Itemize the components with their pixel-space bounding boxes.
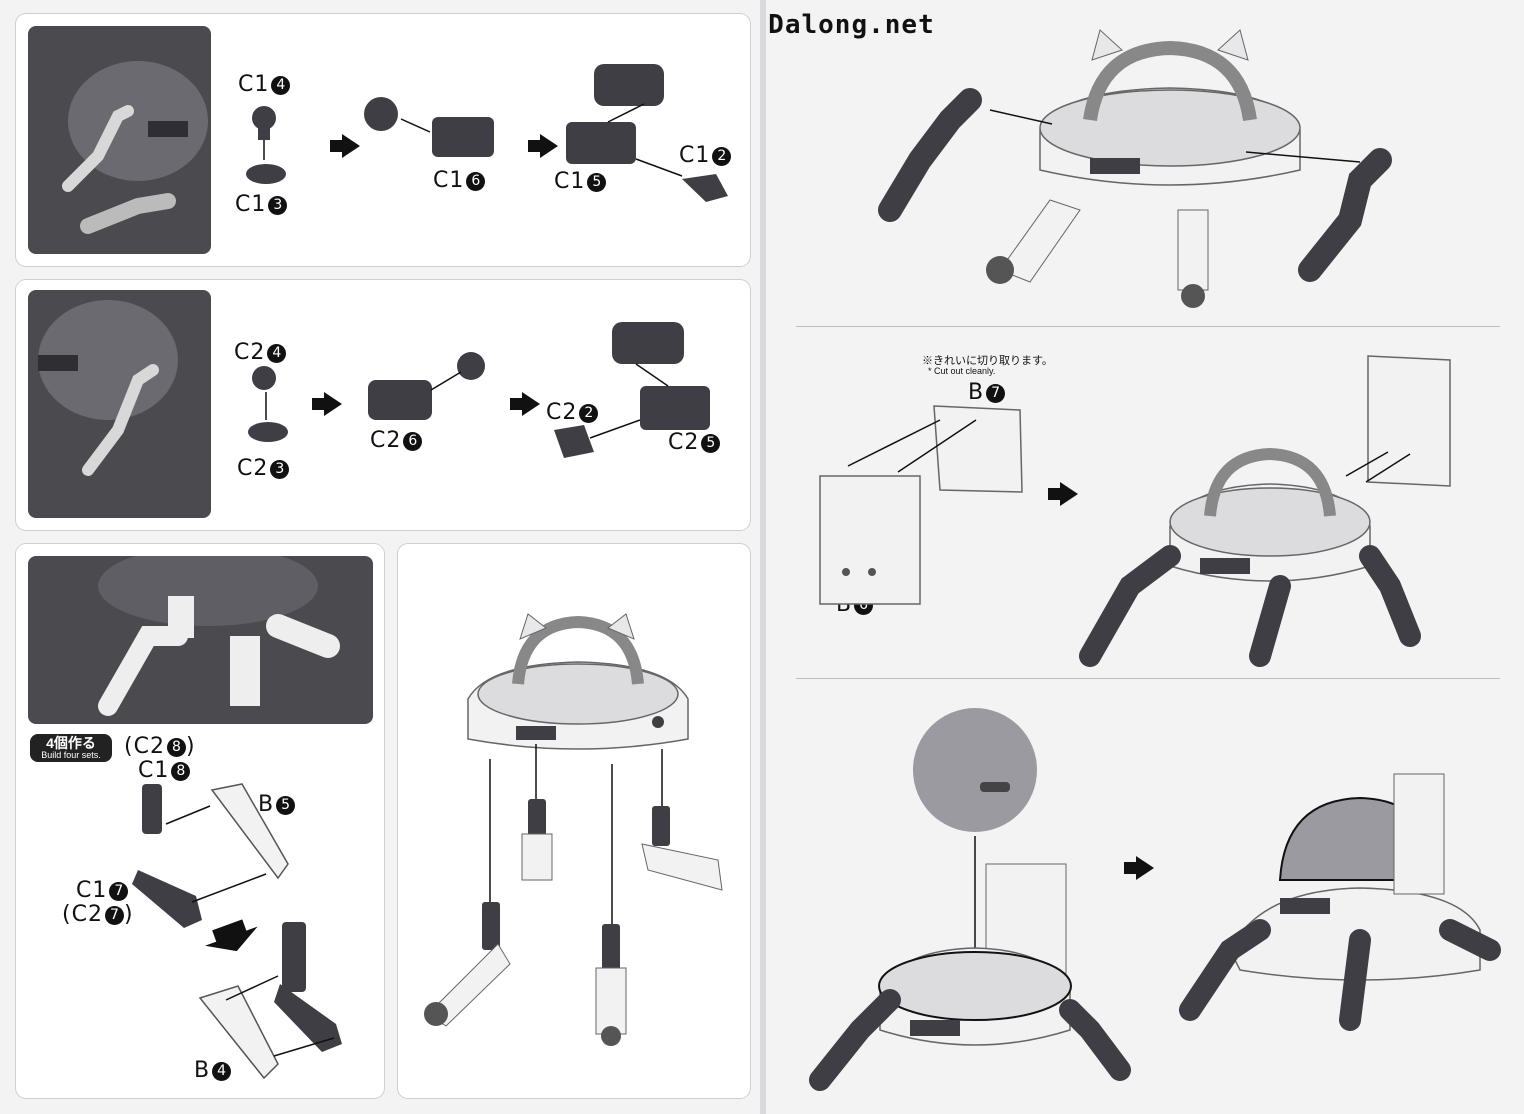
label-number: 7 bbox=[109, 881, 129, 901]
label-code: C1 bbox=[76, 878, 108, 903]
label-code: C2 bbox=[668, 430, 700, 455]
step2-parts-diagram bbox=[248, 322, 710, 458]
step1-parts-diagram bbox=[246, 64, 728, 202]
label-number: 4 bbox=[267, 343, 287, 363]
label-number: 6 bbox=[403, 431, 423, 451]
label-code: B bbox=[194, 1058, 211, 1083]
label-number: 8 bbox=[166, 737, 186, 757]
label-code: C1 bbox=[138, 758, 170, 783]
label-code: C1 bbox=[554, 169, 586, 194]
label-code: C2 bbox=[370, 428, 402, 453]
step-arrow-icon bbox=[1048, 482, 1078, 506]
photo-leg-assembly-image bbox=[62, 61, 208, 234]
label-code: C1 bbox=[679, 143, 711, 168]
label-number: 2 bbox=[712, 146, 732, 166]
label-code: C2 bbox=[234, 340, 266, 365]
label-number: 4 bbox=[212, 1061, 232, 1081]
badge-english-text: Build four sets. bbox=[41, 749, 101, 760]
step-arrow-icon bbox=[330, 134, 360, 158]
label-number: 7 bbox=[986, 383, 1006, 403]
photo-leg-assembly-image bbox=[38, 300, 178, 476]
label-number: 3 bbox=[270, 459, 290, 479]
step-arrow-icon bbox=[312, 392, 342, 416]
label-number: 8 bbox=[171, 761, 191, 781]
step4-panel bbox=[398, 544, 750, 1098]
label-suffix: ) bbox=[185, 734, 196, 759]
label-number: 5 bbox=[701, 433, 721, 453]
label-code: B bbox=[258, 792, 275, 817]
cut-note-jp: ※きれいに切り取ります。 bbox=[922, 355, 1053, 367]
label-code: (C2 bbox=[124, 734, 165, 759]
step-arrow-icon bbox=[528, 134, 558, 158]
badge-japanese-text: 4個作る bbox=[46, 735, 96, 751]
cut-note-en: * Cut out cleanly. bbox=[928, 366, 996, 376]
label-code: C1 bbox=[433, 168, 465, 193]
label-code: C1 bbox=[235, 192, 267, 217]
step-arrow-icon bbox=[1124, 856, 1154, 880]
label-number: 2 bbox=[579, 403, 599, 423]
label-number: 6 bbox=[466, 171, 486, 191]
photo-feet-image bbox=[98, 556, 340, 716]
label-number: 7 bbox=[104, 905, 124, 925]
section-divider bbox=[796, 678, 1500, 679]
label-code: (C2 bbox=[62, 902, 103, 927]
label-number: 5 bbox=[587, 172, 607, 192]
step-arrow-icon bbox=[510, 392, 540, 416]
label-suffix: ) bbox=[123, 902, 134, 927]
label-code: C2 bbox=[546, 400, 578, 425]
step7-haro-insert-diagram bbox=[809, 708, 1501, 1091]
label-number: 3 bbox=[268, 195, 288, 215]
label-number: 4 bbox=[271, 75, 291, 95]
step3-parts-diagram bbox=[132, 783, 342, 1080]
step3-reference-photo bbox=[28, 556, 373, 724]
label-code: C1 bbox=[238, 72, 270, 97]
step5-arms-attach-diagram bbox=[878, 29, 1392, 308]
step2-reference-photo bbox=[28, 290, 211, 518]
label-code: B bbox=[968, 380, 985, 405]
label-code: C2 bbox=[237, 456, 269, 481]
label-number: 5 bbox=[276, 795, 296, 815]
step6-back-part-diagram bbox=[819, 355, 1451, 667]
step1-reference-photo bbox=[28, 26, 211, 254]
section-divider bbox=[796, 326, 1500, 327]
step4-body-feet-diagram bbox=[424, 613, 723, 1046]
build-four-sets-badge: 4個作る Build four sets. bbox=[30, 734, 112, 763]
